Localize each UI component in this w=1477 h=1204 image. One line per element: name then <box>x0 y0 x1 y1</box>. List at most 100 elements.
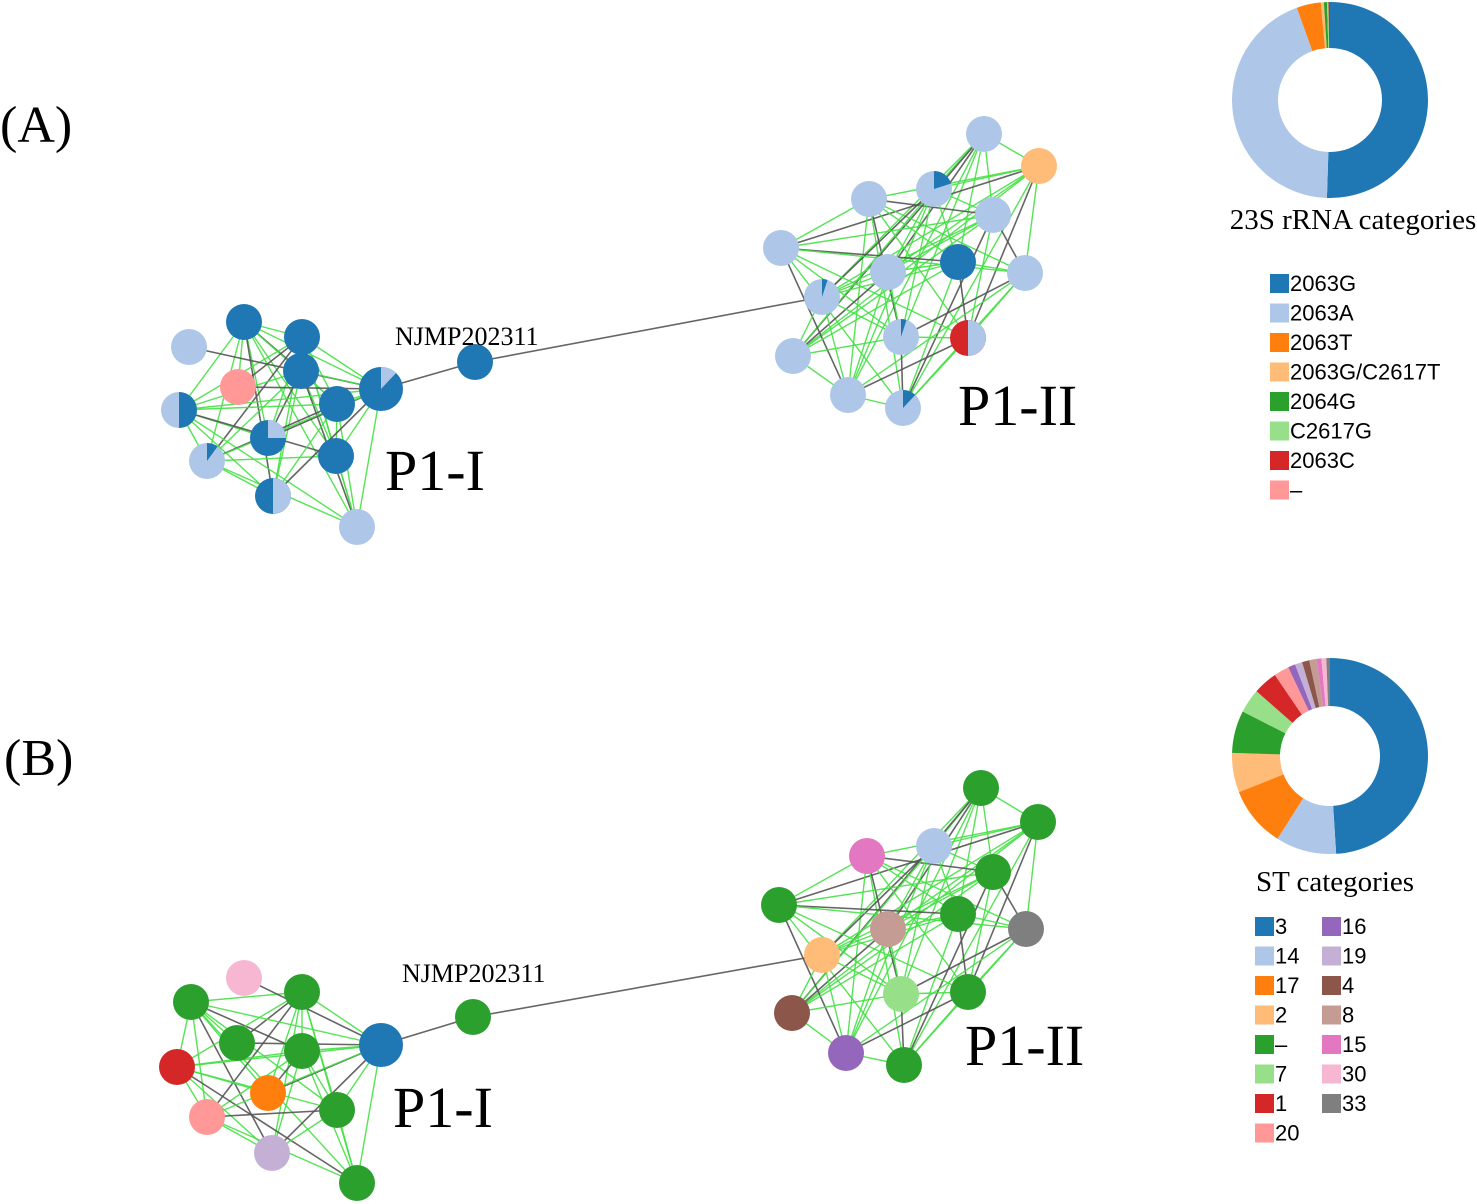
network-a-edge-82 <box>900 188 935 338</box>
legend-a-swatch-2 <box>1270 333 1289 352</box>
donut-b-slice-11 <box>1309 658 1324 708</box>
legend-a-swatch-6 <box>1270 451 1289 470</box>
network-a-node-12-wedge <box>381 367 397 389</box>
network-a-node-2 <box>284 319 320 355</box>
network-b-edge-6 <box>190 1001 208 1118</box>
legend-b-label-5: 7 <box>1275 1062 1287 1087</box>
network-a-edge-106 <box>792 261 959 357</box>
network-a-edge-101 <box>792 271 889 357</box>
network-a-edge-108 <box>900 272 1026 338</box>
cluster-label-a-right: P1-II <box>958 373 1077 438</box>
network-a-edge-107 <box>902 261 959 409</box>
network-a-node-27 <box>830 377 866 413</box>
donut-b-slice-14 <box>1326 658 1330 707</box>
network-b-node-12 <box>455 999 491 1035</box>
network-a-node-11 <box>339 509 375 545</box>
network-b-edge-2 <box>190 1001 303 1052</box>
network-a-edge-27 <box>178 403 338 411</box>
network-b-edge-53 <box>866 821 1039 857</box>
network-b-edge-15 <box>271 991 303 1154</box>
network-b-edge-34 <box>190 1001 382 1046</box>
node-annotation-a: NJMP202311 <box>395 322 539 351</box>
legend-b-swatch-5 <box>1255 1064 1274 1084</box>
network-a-node-3 <box>220 369 256 405</box>
network-b-edge-87 <box>778 904 969 993</box>
panel-a: (A) NJMP202311 P1-I P1-II 23S rRNA categ… <box>0 2 1476 545</box>
network-a-edge-93 <box>780 247 1026 274</box>
donut-b-slice-4 <box>1232 711 1286 755</box>
network-b-edge-43 <box>356 1044 382 1184</box>
donut-a-slice-6 <box>1328 2 1330 49</box>
network-a-edge-96 <box>780 247 849 396</box>
network-a-node-0 <box>171 329 207 365</box>
network-b-edge-99 <box>903 913 959 1066</box>
network-b-edge-38 <box>176 1044 382 1068</box>
panel-b: (B) NJMP202311 P1-I P1-II ST categories … <box>4 658 1429 1201</box>
network-b-edge-60 <box>791 821 1039 1014</box>
legend-title-a: 23S rRNA categories <box>1230 204 1476 236</box>
network-b-node-6 <box>250 1075 286 1111</box>
network-a-edge-118 <box>847 337 969 396</box>
legend-b-swatch-9 <box>1322 946 1341 966</box>
network-b-node-7 <box>319 1092 355 1128</box>
donut-a-slice-2 <box>1296 2 1326 52</box>
legend-a-swatch-7 <box>1270 480 1289 500</box>
network-a-edge-33 <box>272 403 338 497</box>
network-a-edge-68 <box>792 165 1040 357</box>
network-b-edge-59 <box>967 821 1039 993</box>
network-b-node-26 <box>828 1035 864 1071</box>
donut-a-slice-0 <box>1326 2 1429 199</box>
network-b-node-4 <box>284 1033 320 1069</box>
network-a-node-15 <box>1021 148 1057 184</box>
network-b-edge-41 <box>206 1044 382 1118</box>
network-b-edge-115 <box>472 954 823 1018</box>
network-a-edge-75 <box>868 198 969 339</box>
network-b-node-13 <box>963 770 999 806</box>
legend-a-label-6: 2063C <box>1290 448 1355 473</box>
cluster-label-a-left: P1-I <box>385 438 485 503</box>
donut-a-slice-5 <box>1326 2 1330 49</box>
legend-b-swatch-2 <box>1255 976 1274 995</box>
legend-b-swatch-12 <box>1322 1035 1341 1054</box>
legend-b-swatch-3 <box>1255 1005 1274 1025</box>
donut-b-slice-7 <box>1274 667 1309 715</box>
network-nodes-a <box>161 116 1057 545</box>
legend-b-label-1: 14 <box>1275 944 1299 969</box>
legend-a-swatch-0 <box>1270 274 1289 293</box>
network-a-node-8-wedge <box>207 443 218 461</box>
donut-b-slice-10 <box>1302 660 1320 709</box>
panel-a-label: (A) <box>0 97 72 154</box>
network-a-node-6-wedge <box>268 420 286 438</box>
network-b-node-24 <box>950 974 986 1010</box>
legend-a-swatch-3 <box>1270 362 1289 382</box>
donut-chart-a <box>1232 2 1429 199</box>
network-a-edge-37 <box>206 455 337 462</box>
network-a-edge-86 <box>887 214 994 273</box>
legend-a-swatch-5 <box>1270 421 1289 441</box>
network-a-node-16 <box>851 181 887 217</box>
legend-a-label-4: 2064G <box>1290 389 1356 414</box>
network-a-edge-43 <box>237 386 382 390</box>
network-b-edge-94 <box>845 928 889 1054</box>
network-b-edge-76 <box>845 845 935 1054</box>
donut-a-slice-3 <box>1320 2 1327 49</box>
network-b-node-21 <box>1008 911 1044 947</box>
legend-a: 2063G2063A2063T2063G/C2617T2064GC2617G20… <box>1270 271 1440 503</box>
network-a-edge-73 <box>868 198 1026 274</box>
network-a-node-20 <box>870 254 906 290</box>
network-a-edge-110 <box>847 272 1026 396</box>
donut-chart-b <box>1232 658 1429 855</box>
network-a-edge-31 <box>178 409 358 528</box>
network-b-edge-67 <box>866 855 969 993</box>
legend-b-label-7: 20 <box>1275 1121 1299 1146</box>
legend-b-label-6: 1 <box>1275 1091 1287 1116</box>
network-a-node-10 <box>318 438 354 474</box>
legend-b-swatch-14 <box>1322 1094 1341 1113</box>
network-a-edge-22 <box>206 370 302 462</box>
network-b-edge-0 <box>190 991 303 1003</box>
legend-b-swatch-13 <box>1322 1064 1341 1084</box>
network-a-node-26 <box>775 338 811 374</box>
network-b-edge-33 <box>243 977 382 1046</box>
network-b-node-14 <box>1020 804 1056 840</box>
network-b-edge-108 <box>791 993 902 1014</box>
